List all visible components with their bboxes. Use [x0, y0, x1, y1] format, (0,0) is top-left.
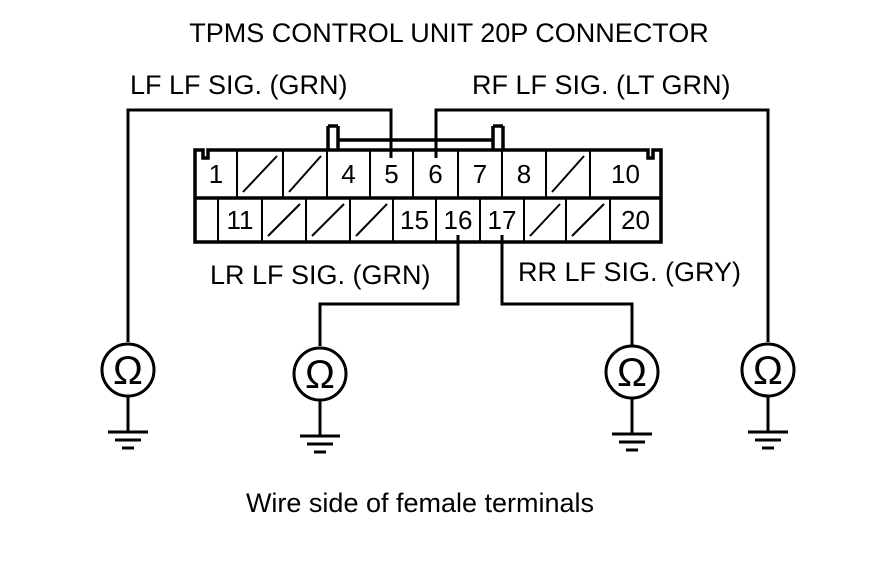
pin-number-7: 7	[473, 159, 487, 189]
pin-number-1: 1	[209, 159, 223, 189]
connector-latch	[326, 124, 505, 150]
wire-rf	[434, 108, 770, 342]
connector-housing	[193, 148, 663, 244]
wire-rr	[500, 235, 634, 346]
ohmmeter-rf: Ω	[740, 342, 796, 450]
pin-number-6: 6	[428, 159, 442, 189]
connector-row-bottom: 11 15 16 17 20	[217, 198, 650, 242]
ohm-symbol: Ω	[113, 349, 143, 393]
label-lf-signal: LF LF SIG. (GRN)	[130, 70, 348, 100]
ohmmeter-rr: Ω	[604, 344, 660, 452]
pin-number-4: 4	[341, 159, 355, 189]
blank-cavity-slash	[311, 203, 345, 237]
ground-icon	[748, 396, 788, 450]
pin-number-17: 17	[488, 205, 517, 235]
label-rr-signal: RR LF SIG. (GRY)	[518, 257, 741, 287]
ground-icon	[108, 396, 148, 450]
wire-lf	[126, 108, 393, 342]
ground-icon	[300, 400, 340, 454]
pin-number-10: 10	[611, 159, 640, 189]
ground-icon	[612, 398, 652, 452]
diagram-title: TPMS CONTROL UNIT 20P CONNECTOR	[189, 18, 709, 48]
label-lr-signal: LR LF SIG. (GRN)	[210, 260, 431, 290]
pin-number-11: 11	[227, 205, 254, 235]
wire-lr	[318, 235, 460, 346]
blank-cavity-slash	[529, 203, 561, 237]
ohm-symbol: Ω	[305, 353, 335, 397]
pin-number-8: 8	[517, 159, 531, 189]
ohmmeter-lf: Ω	[100, 342, 156, 450]
blank-cavity-slash	[551, 155, 585, 193]
pin-number-5: 5	[384, 159, 398, 189]
ohm-symbol: Ω	[753, 349, 783, 393]
diagram-caption: Wire side of female terminals	[246, 488, 594, 518]
blank-cavity-slash	[571, 203, 605, 237]
blank-cavity-slash	[288, 155, 322, 193]
label-rf-signal: RF LF SIG. (LT GRN)	[472, 70, 731, 100]
ohmmeter-lr: Ω	[292, 346, 348, 454]
blank-cavity-slash	[267, 203, 301, 237]
pin-number-20: 20	[621, 205, 650, 235]
ohm-symbol: Ω	[617, 351, 647, 395]
pin-number-15: 15	[400, 205, 429, 235]
pin-number-16: 16	[444, 205, 473, 235]
blank-cavity-slash	[355, 203, 388, 237]
blank-cavity-slash	[242, 155, 278, 193]
